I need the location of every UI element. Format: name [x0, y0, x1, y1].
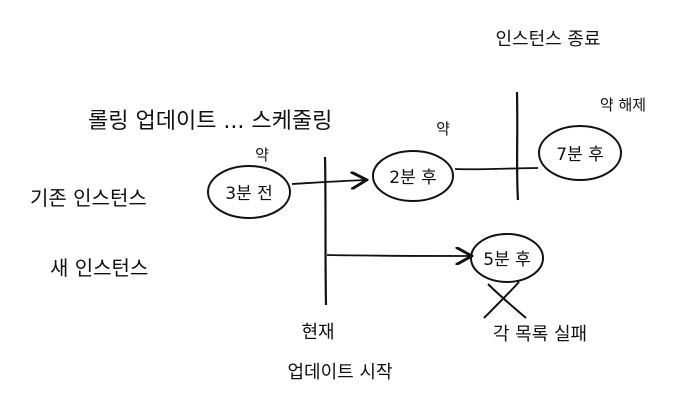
node-after-7min-label: 7분 후	[556, 145, 604, 165]
node-after-2min-note: 약	[436, 120, 450, 138]
now-line	[323, 156, 328, 306]
marker-now: 현재	[301, 322, 334, 343]
row-label-old-instance: 기존 인스턴스	[30, 186, 147, 210]
row-label-new-instance: 새 인스턴스	[50, 256, 148, 280]
node-after-5min	[470, 233, 544, 283]
marker-update-start: 업데이트 시작	[287, 362, 392, 383]
node-after-7min-note: 약 해제	[600, 96, 646, 114]
diagram-title: 롤링 업데이트 ... 스케줄링	[88, 109, 332, 134]
arrow-to-2min	[291, 180, 365, 184]
node-after-2min-label: 2분 후	[389, 168, 437, 188]
node-after-2min	[372, 150, 454, 202]
node-before-3min-label: 3분 전	[225, 184, 273, 204]
cross-mark-stroke-b	[483, 281, 520, 319]
node-before-3min	[207, 165, 291, 219]
annotation-status-fail: 각 목록 실패	[493, 324, 587, 345]
arrow-to-5min	[326, 255, 470, 256]
marker-instance-end: 인스턴스 종료	[495, 29, 600, 50]
instance-end-line	[515, 91, 520, 201]
node-after-7min	[538, 125, 622, 181]
connector-to-7min	[454, 167, 539, 171]
node-after-5min-label: 5분 후	[483, 250, 531, 270]
node-before-3min-note: 약	[255, 146, 269, 164]
cross-mark-stroke-a	[487, 283, 527, 319]
